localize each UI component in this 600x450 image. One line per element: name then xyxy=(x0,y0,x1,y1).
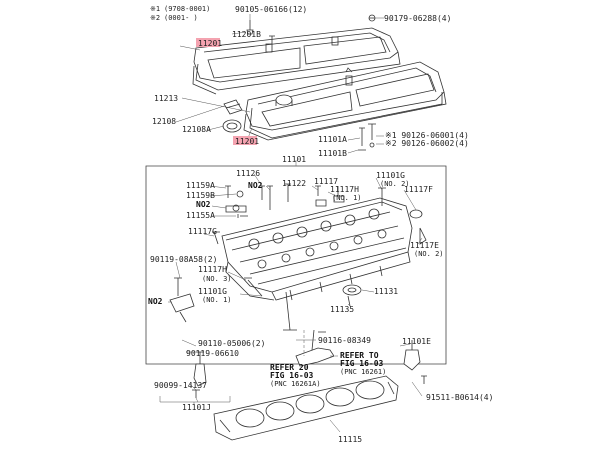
head-studs-and-guides xyxy=(169,183,427,398)
cylinder-head-cover-rear xyxy=(193,27,401,91)
label-12108[interactable]: 12108 xyxy=(152,117,176,126)
label-no1-b: (NO. 1) xyxy=(202,296,232,304)
label-11101[interactable]: 11101 xyxy=(282,155,306,164)
highlight-11201-top xyxy=(196,38,220,47)
label-refer-a-line3[interactable]: (PNC 16261A) xyxy=(270,380,321,388)
label-90110-05006[interactable]: 90110-05006(2) xyxy=(198,339,265,348)
label-refer-a-line2[interactable]: FIG 16-03 xyxy=(270,371,314,380)
label-90105-06166[interactable]: 90105-06166(12) xyxy=(235,5,307,14)
label-11155a[interactable]: 11155A xyxy=(186,211,215,220)
label-90119-06610[interactable]: 90119-06610 xyxy=(186,349,239,358)
label-90099-14137[interactable]: 90099-14137 xyxy=(154,381,207,390)
label-refer-b-line1[interactable]: REFER TO xyxy=(340,351,379,360)
label-no2-b: (NO. 2) xyxy=(380,180,410,188)
label-90126-06001[interactable]: ※1 90126-06001(4) xyxy=(385,131,469,140)
label-90116-08349[interactable]: 90116-08349 xyxy=(318,336,371,345)
label-90179-06288[interactable]: 90179-06288(4) xyxy=(384,14,451,23)
label-no1-a: (NO. 1) xyxy=(332,194,362,202)
reference-dash-line xyxy=(303,330,340,357)
label-11117e[interactable]: 11117E xyxy=(410,241,439,250)
label-11117g[interactable]: 11117G xyxy=(188,227,217,236)
label-no2-a: NO2 xyxy=(248,181,263,190)
label-91511-b0614[interactable]: 91511-B0614(4) xyxy=(426,393,493,402)
label-11122[interactable]: 11122 xyxy=(282,179,306,188)
note-1-mark: ※1 xyxy=(150,5,160,13)
label-11117h-b[interactable]: 11117H xyxy=(198,265,227,274)
label-11201-top[interactable]: 11201 xyxy=(198,39,222,48)
group-bracket-11101j xyxy=(159,396,231,404)
label-90126-06002[interactable]: ※2 90126-06002(4) xyxy=(385,139,469,148)
label-11159b[interactable]: 11159B xyxy=(186,191,215,200)
label-11101g-b[interactable]: 11101G xyxy=(198,287,227,296)
part-labels: 90105-06166(12) 90179-06288(4) 11201 112… xyxy=(148,5,493,444)
label-90119-08a58[interactable]: 90119-08A58(2) xyxy=(150,255,217,264)
label-no2-d: (NO. 2) xyxy=(414,250,444,258)
label-11117f[interactable]: 11117F xyxy=(404,185,433,194)
label-11126[interactable]: 11126 xyxy=(236,169,260,178)
cylinder-head-gasket xyxy=(213,375,399,441)
highlight-11201-bottom xyxy=(233,136,257,145)
note-2-mark: ※2 xyxy=(150,14,160,22)
note-2-range: (0001- ) xyxy=(164,14,198,22)
label-11117h[interactable]: 11117H xyxy=(330,185,359,194)
cylinder-head xyxy=(221,197,413,301)
label-11101a[interactable]: 11101A xyxy=(318,135,347,144)
applicability-notes: ※1 (9708-0001) ※2 (0001- ) xyxy=(150,5,210,22)
label-11213[interactable]: 11213 xyxy=(154,94,178,103)
label-refer-a-line1[interactable]: REFER 20 xyxy=(270,363,309,372)
label-11101j[interactable]: 11101J xyxy=(182,403,211,412)
label-11117-top[interactable]: 11117 xyxy=(314,177,338,186)
leader-lines xyxy=(168,14,423,433)
label-11115[interactable]: 11115 xyxy=(338,435,362,444)
head-cover-gasket xyxy=(192,65,443,139)
label-11101e[interactable]: 11101E xyxy=(402,337,431,346)
oil-filler-cap xyxy=(222,99,243,133)
label-11101g-top[interactable]: 11101G xyxy=(376,171,405,180)
label-11159a[interactable]: 11159A xyxy=(186,181,215,190)
cylinder-head-cover-front xyxy=(243,61,447,141)
assembly-frame xyxy=(145,165,447,365)
label-no2-c: NO2 xyxy=(196,200,211,209)
label-11201b[interactable]: 11201B xyxy=(232,30,261,39)
label-11135[interactable]: 11135 xyxy=(330,305,354,314)
label-12108a[interactable]: 12108A xyxy=(182,125,211,134)
label-11131[interactable]: 11131 xyxy=(374,287,398,296)
label-11201-bottom[interactable]: 11201 xyxy=(235,137,259,146)
label-11101b[interactable]: 11101B xyxy=(318,149,347,158)
label-no2-e: NO2 xyxy=(148,297,163,306)
label-no3: (NO. 3) xyxy=(202,275,232,283)
label-refer-b-line3[interactable]: (PNC 16261) xyxy=(340,368,386,376)
label-refer-b-line2[interactable]: FIG 16-03 xyxy=(340,359,384,368)
note-1-range: (9708-0001) xyxy=(164,5,210,13)
